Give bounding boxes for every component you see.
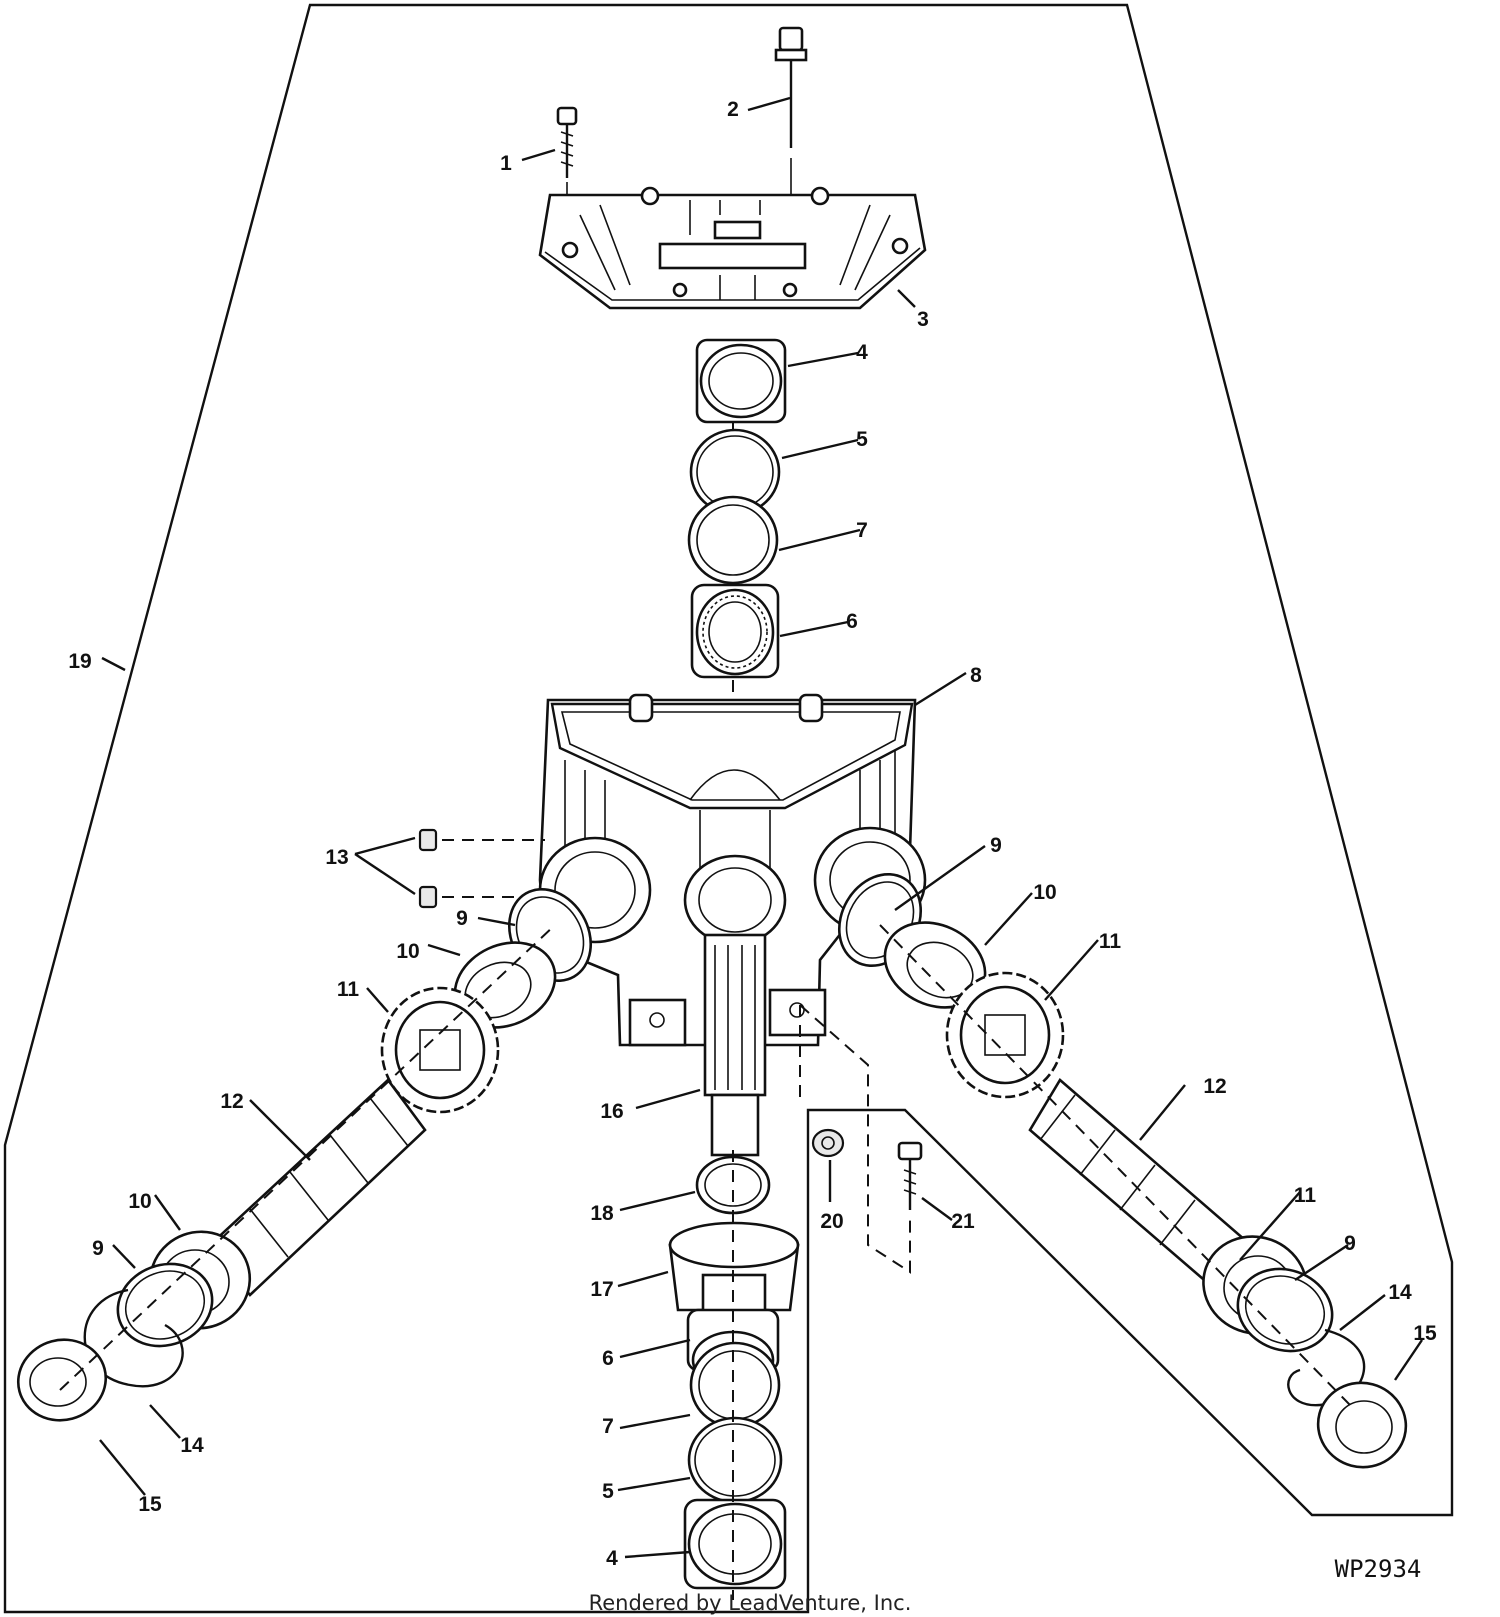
callout-10-left-upper: 10 bbox=[396, 940, 419, 963]
retaining-ring-left bbox=[83, 1288, 184, 1388]
callout-9-left-lower: 9 bbox=[92, 1237, 104, 1260]
callout-9-left-upper: 9 bbox=[456, 907, 468, 930]
leader-lines bbox=[99, 96, 1423, 1559]
fastener-path bbox=[799, 1004, 911, 1274]
figure-id: WP2934 bbox=[1335, 1555, 1422, 1583]
callout-6-lower: 6 bbox=[602, 1347, 614, 1370]
callout-7: 7 bbox=[856, 519, 868, 542]
oil-seal-right bbox=[1316, 1381, 1408, 1469]
seal-ring-right-lower bbox=[1236, 1267, 1334, 1353]
callout-12-right: 12 bbox=[1203, 1075, 1226, 1098]
callout-3: 3 bbox=[917, 308, 929, 331]
callout-14-left: 14 bbox=[180, 1434, 204, 1457]
callout-17: 17 bbox=[590, 1278, 613, 1301]
callout-11-left: 11 bbox=[337, 978, 360, 1001]
bearing-cup-lower bbox=[683, 1498, 787, 1590]
callout-5-lower: 5 bbox=[602, 1480, 614, 1503]
snap-ring-lower bbox=[689, 1341, 781, 1429]
snap-ring-shaft bbox=[695, 1155, 771, 1215]
roller-bearing-upper bbox=[690, 583, 780, 679]
shaft-left bbox=[208, 1078, 427, 1297]
callout-14-right: 14 bbox=[1388, 1281, 1412, 1304]
credit-line: Rendered by LeadVenture, Inc. bbox=[589, 1591, 912, 1615]
callout-16: 16 bbox=[600, 1100, 623, 1123]
callout-11-right: 11 bbox=[1099, 930, 1122, 953]
oil-seal-left bbox=[16, 1338, 108, 1422]
callout-4-lower: 4 bbox=[606, 1547, 618, 1570]
bearing-cup-upper bbox=[695, 338, 787, 424]
callout-18: 18 bbox=[590, 1202, 614, 1225]
flange-bolt bbox=[897, 1141, 923, 1210]
callout-10-right-lower: 11 bbox=[1294, 1184, 1317, 1207]
callout-9-right-lower: 9 bbox=[1344, 1232, 1356, 1255]
callout-15-left: 15 bbox=[138, 1493, 162, 1516]
callout-19: 19 bbox=[68, 650, 91, 673]
lock-nut bbox=[811, 1128, 845, 1158]
callout-9-right-upper: 9 bbox=[990, 834, 1002, 857]
callout-4: 4 bbox=[856, 341, 868, 364]
callout-2: 2 bbox=[727, 98, 739, 121]
right-axis bbox=[879, 924, 1351, 1406]
callout-1: 1 bbox=[500, 152, 512, 175]
plug-lower bbox=[418, 885, 438, 909]
callout-5: 5 bbox=[856, 428, 868, 451]
callout-21: 21 bbox=[951, 1210, 975, 1233]
callout-13: 13 bbox=[325, 846, 348, 869]
gear-right bbox=[945, 971, 1065, 1099]
callout-15-right: 15 bbox=[1413, 1322, 1437, 1345]
callout-6: 6 bbox=[846, 610, 858, 633]
cap-screw bbox=[556, 106, 578, 210]
callout-8: 8 bbox=[970, 664, 982, 687]
housing-outline bbox=[3, 3, 1454, 1614]
callout-20: 20 bbox=[820, 1210, 843, 1233]
shim-lower bbox=[687, 1416, 783, 1504]
callout-10-left-lower: 10 bbox=[128, 1190, 151, 1213]
callout-7-lower: 7 bbox=[602, 1415, 614, 1438]
gear-left bbox=[380, 986, 500, 1114]
top-cover bbox=[538, 186, 927, 310]
dipstick bbox=[774, 26, 808, 200]
vertical-shaft bbox=[703, 933, 767, 1157]
snap-ring-upper bbox=[687, 495, 779, 585]
left-axis bbox=[59, 924, 556, 1391]
plug-upper bbox=[418, 828, 438, 852]
callout-12-left: 12 bbox=[220, 1090, 243, 1113]
callout-10-right-upper: 10 bbox=[1033, 881, 1056, 904]
